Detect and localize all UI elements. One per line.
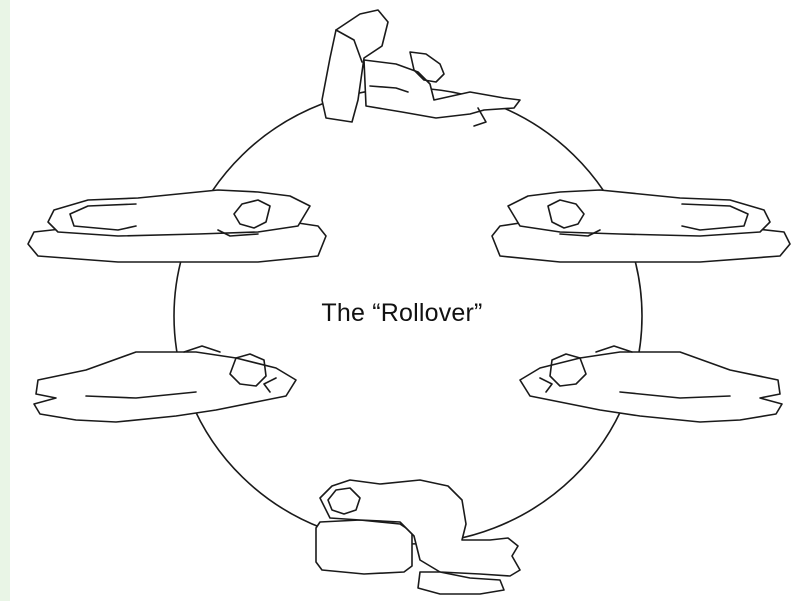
position-lower-right-figure bbox=[519, 345, 783, 423]
diagram-title: The “Rollover” bbox=[321, 299, 483, 327]
position-lower-left-figure bbox=[33, 345, 297, 423]
position-upper-left-figure bbox=[27, 189, 327, 263]
position-bottom-figure bbox=[315, 479, 521, 595]
position-upper-right-figure bbox=[491, 189, 791, 263]
edge-strip bbox=[0, 0, 10, 601]
position-top-figure bbox=[321, 9, 521, 127]
